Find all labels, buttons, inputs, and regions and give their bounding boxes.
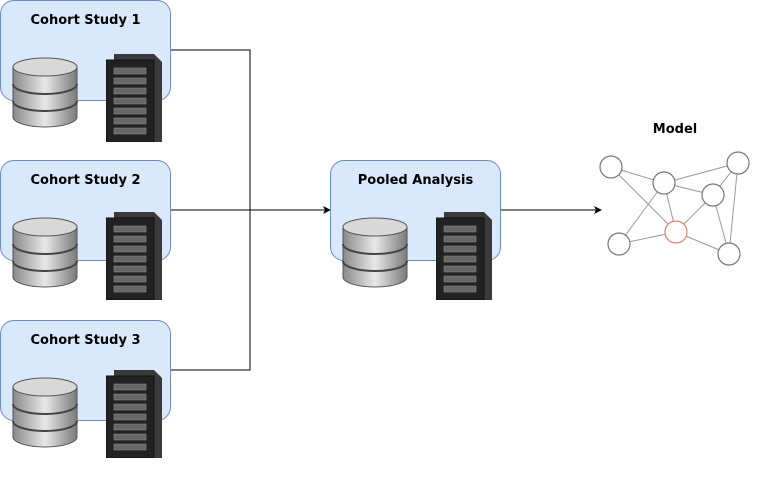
node-label: Cohort Study 2	[30, 173, 141, 188]
edge-cohort1-pooled	[171, 49, 251, 210]
database-icon	[342, 217, 408, 293]
server-rack-icon	[105, 54, 162, 146]
edge-cohort3-pooled	[171, 210, 251, 371]
node-label: Cohort Study 3	[30, 333, 141, 348]
graph-node	[726, 151, 750, 175]
graph-node	[607, 232, 631, 256]
database-icon	[12, 217, 78, 293]
graph-node	[717, 242, 741, 266]
graph-node	[599, 155, 623, 179]
server-rack-icon	[435, 212, 492, 304]
graph-node	[701, 183, 725, 207]
database-icon	[12, 377, 78, 453]
node-label: Cohort Study 1	[30, 13, 141, 28]
node-cohort-study-2[interactable]: Cohort Study 2	[0, 160, 171, 261]
server-rack-icon	[105, 212, 162, 304]
graph-node-highlight	[664, 220, 688, 244]
node-label: Pooled Analysis	[357, 173, 474, 188]
server-rack-icon	[105, 370, 162, 462]
network-graph-icon[interactable]	[595, 148, 755, 270]
database-icon	[12, 57, 78, 133]
model-label: Model	[652, 122, 698, 137]
graph-node	[652, 171, 676, 195]
